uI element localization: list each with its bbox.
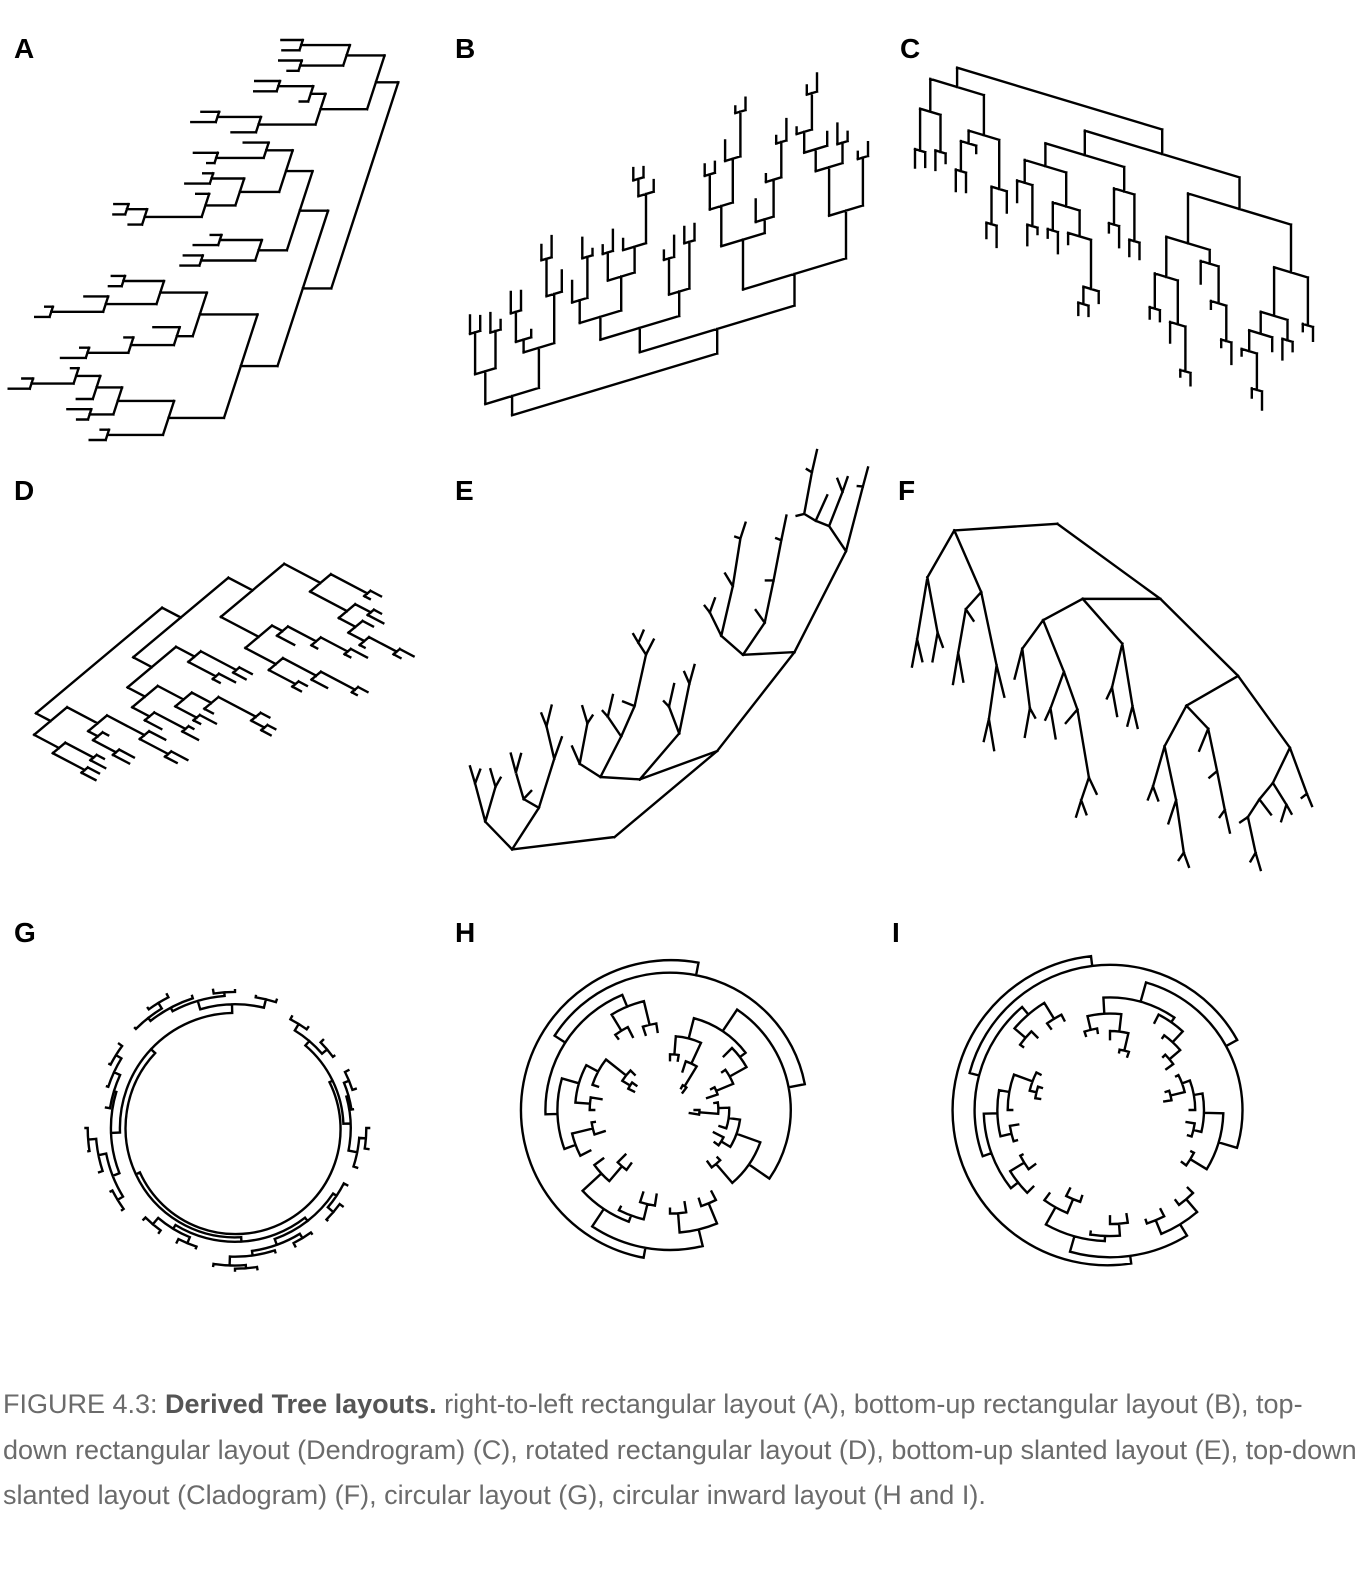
tree-panel-c xyxy=(913,66,1315,411)
panel-label-e: E xyxy=(455,475,474,506)
tree-panel-e xyxy=(468,448,870,852)
panel-label-g: G xyxy=(14,917,36,948)
panel-label-d: D xyxy=(14,475,34,506)
panel-label-i: I xyxy=(892,917,900,948)
tree-edges xyxy=(913,66,1315,411)
tree-edges xyxy=(468,72,870,417)
tree-panel-i xyxy=(951,954,1244,1267)
tree-panel-a xyxy=(7,38,400,442)
tree-edges xyxy=(519,958,807,1260)
tree-panel-d xyxy=(32,562,416,782)
tree-edges xyxy=(84,988,371,1272)
panel-label-f: F xyxy=(898,475,915,506)
panel-label-h: H xyxy=(455,917,475,948)
tree-edges xyxy=(7,38,400,442)
figure-caption: FIGURE 4.3: Derived Tree layouts. right-… xyxy=(3,1382,1358,1519)
caption-title: Derived Tree layouts. xyxy=(165,1389,437,1419)
tree-panel-g xyxy=(84,988,371,1272)
panel-label-b: B xyxy=(455,33,475,64)
tree-panel-b xyxy=(468,72,870,417)
panel-label-c: C xyxy=(900,33,920,64)
tree-edges xyxy=(910,522,1314,872)
tree-panel-h xyxy=(519,958,807,1260)
tree-edges xyxy=(951,954,1244,1267)
tree-panel-f xyxy=(910,522,1314,872)
panel-label-a: A xyxy=(14,33,34,64)
tree-layouts-figure: A B C D E F G H I xyxy=(7,33,1315,1272)
tree-edges xyxy=(32,562,416,782)
caption-text: right-to-left rectangular layout (A), bo… xyxy=(3,1389,1357,1510)
tree-edges xyxy=(468,448,870,852)
caption-prefix: FIGURE 4.3: xyxy=(3,1389,166,1419)
